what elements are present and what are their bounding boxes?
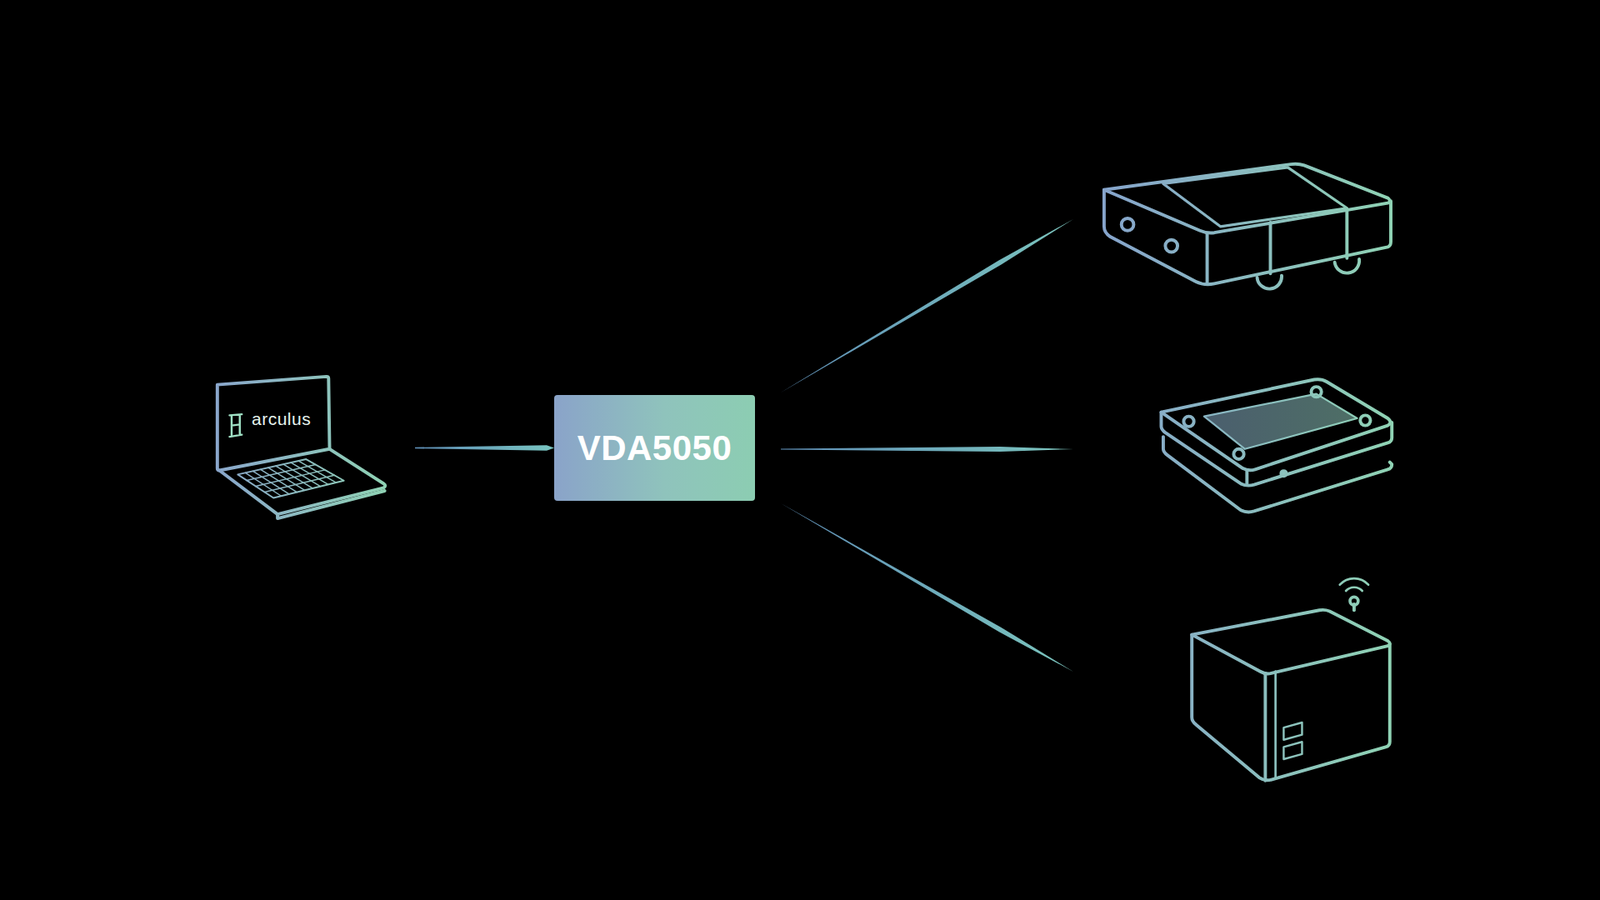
keyboard-column — [290, 462, 329, 485]
protocol-box: VDA5050 — [554, 395, 755, 501]
keyboard-column — [253, 470, 290, 495]
connector — [415, 445, 555, 450]
protocol-label: VDA5050 — [577, 428, 733, 469]
agv-plate — [1160, 379, 1392, 512]
keyboard-column — [260, 469, 298, 492]
fan-line — [780, 503, 1074, 672]
keyboard-column — [245, 472, 281, 496]
keyboard-column — [275, 465, 313, 489]
agv-box — [1191, 578, 1390, 781]
agv-flat — [1104, 164, 1391, 290]
fan-line — [780, 446, 1074, 452]
laptop-icon — [217, 376, 385, 519]
laptop-node: arculus — [208, 370, 415, 525]
keyboard-column — [298, 460, 336, 483]
logo-text: arculus — [251, 409, 311, 430]
keyboard-column — [268, 467, 305, 490]
fan-line — [780, 219, 1074, 393]
keyboard-column — [283, 464, 320, 487]
